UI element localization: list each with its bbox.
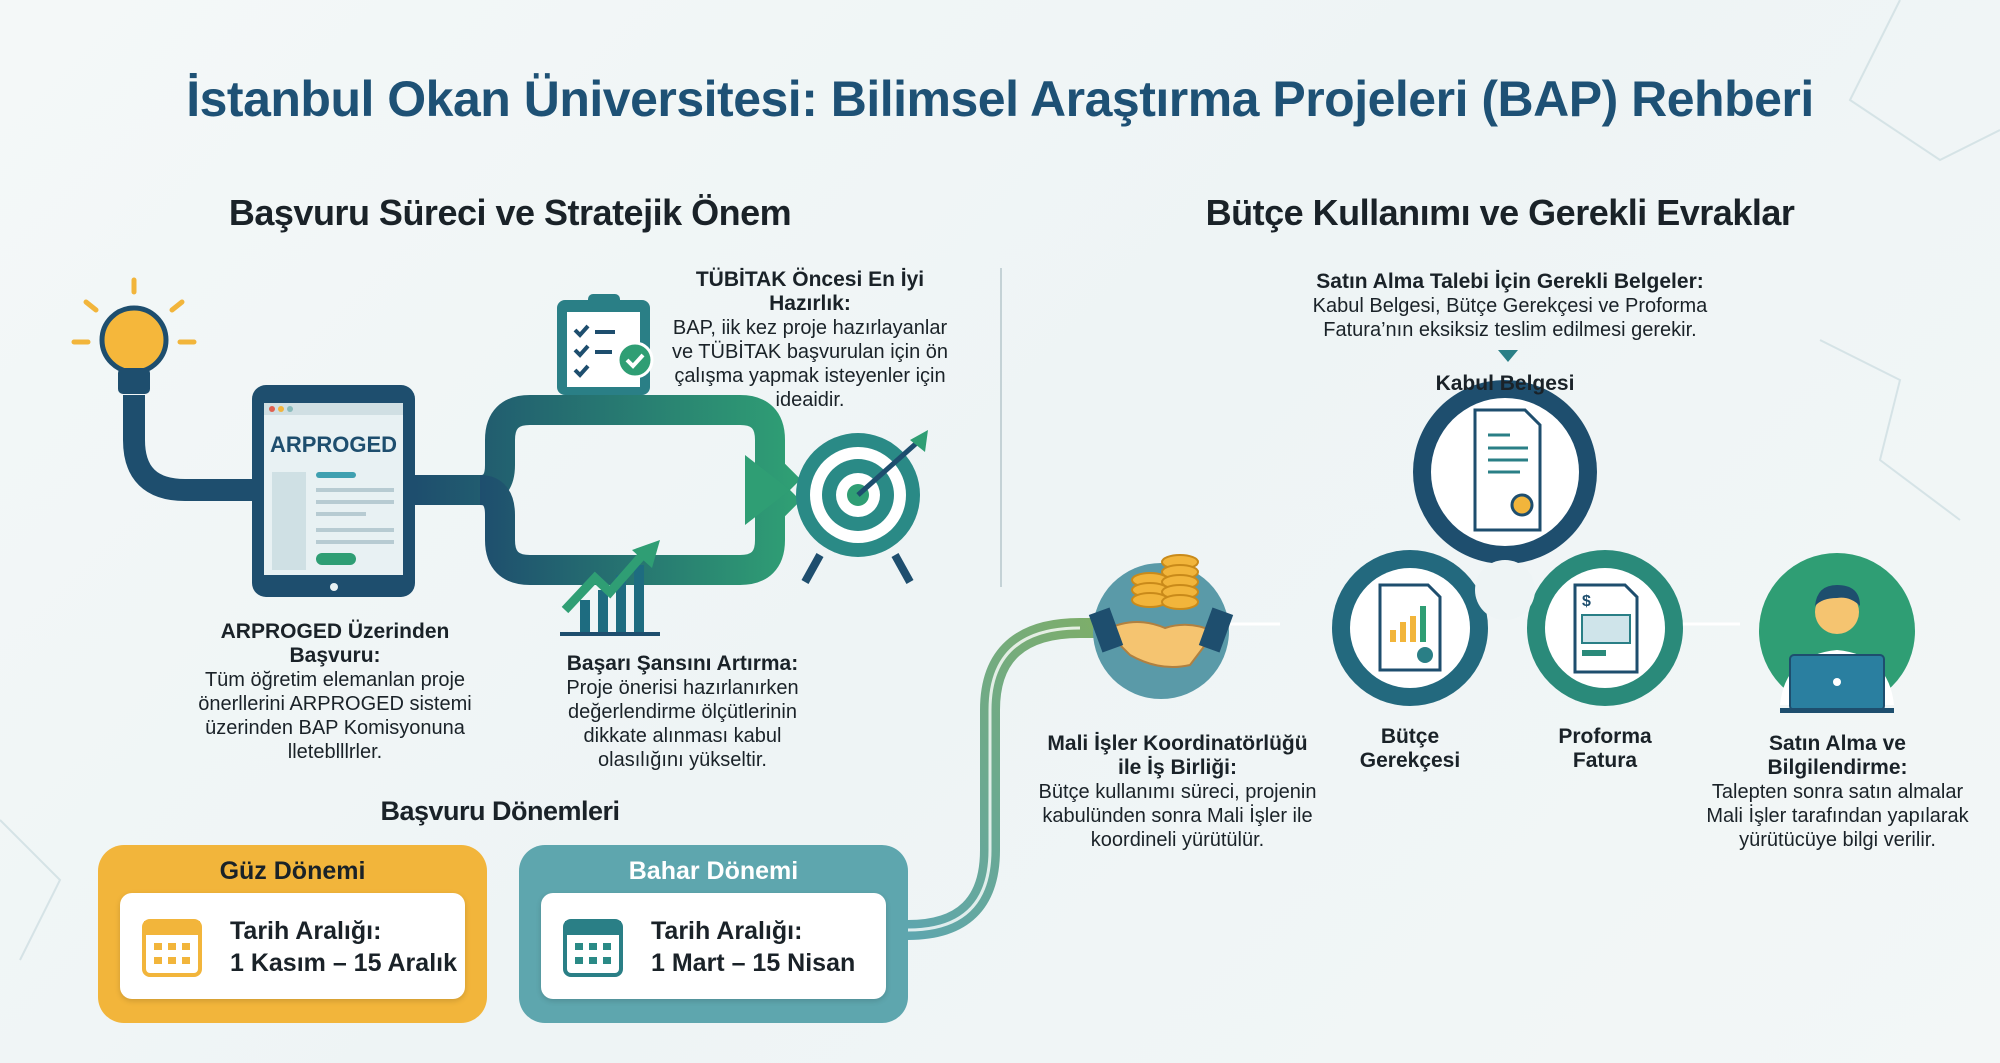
growth-chart-icon bbox=[560, 540, 660, 636]
butce-label: Bütçe Gerekçesi bbox=[1359, 725, 1461, 772]
svg-text:$: $ bbox=[1582, 593, 1591, 610]
person-laptop-icon bbox=[1759, 553, 1915, 713]
caption-title: Mali İşler Koordinatörlüğü ile İş Birliğ… bbox=[1047, 732, 1308, 779]
right-section-heading: Bütçe Kullanımı ve Gerekli Evraklar bbox=[1205, 192, 1795, 233]
invoice-icon: $ bbox=[1573, 583, 1639, 674]
caption-title: ARPROGED Üzerinden Başvuru: bbox=[220, 620, 450, 667]
page-title: İstanbul Okan Üniversitesi: Bilimsel Ara… bbox=[186, 71, 1814, 127]
lightbulb-icon bbox=[71, 277, 197, 394]
period-label: Tarih Aralığı: bbox=[230, 917, 382, 945]
caption-text: Bütçe kullanımı süreci, projenin kabulün… bbox=[1038, 781, 1317, 851]
calendar-icon bbox=[563, 919, 623, 977]
kabul-label: Kabul Belgesi bbox=[1435, 372, 1575, 395]
required-docs-caption: Satın Alma Talebi İçin Gerekli Belgeler:… bbox=[1300, 270, 1720, 342]
caption-text: Talepten sonra satın almalar Mali İşler … bbox=[1706, 781, 1969, 851]
bulb-cable bbox=[123, 395, 260, 501]
caption-title: Satın Alma Talebi İçin Gerekli Belgeler: bbox=[1316, 270, 1704, 293]
mali-isler-caption: Mali İşler Koordinatörlüğü ile İş Birliğ… bbox=[1035, 732, 1320, 852]
period-card-guz: Güz Dönemi Tarih Aralığı: 1 Kasım – 15 Ar… bbox=[98, 845, 487, 1023]
caption-title: Satın Alma ve Bilgilendirme: bbox=[1767, 732, 1908, 779]
left-section-heading: Başvuru Süreci ve Stratejik Önem bbox=[228, 192, 792, 233]
process-flow bbox=[415, 395, 801, 585]
caption-title: TÜBİTAK Öncesi En İyi Hazırlık: bbox=[695, 268, 925, 315]
proforma-label: Proforma Fatura bbox=[1558, 725, 1652, 772]
clipboard-checklist-icon bbox=[557, 294, 654, 395]
tubitak-caption: TÜBİTAK Öncesi En İyi Hazırlık:BAP, iik … bbox=[660, 268, 960, 412]
tablet-icon bbox=[252, 385, 415, 597]
caption-title: Başarı Şansını Artırma: bbox=[566, 652, 799, 675]
period-range: 1 Mart – 15 Nisan bbox=[651, 949, 856, 977]
period-name: Bahar Dönemi bbox=[628, 857, 799, 885]
period-range: 1 Kasım – 15 Aralık bbox=[230, 949, 457, 977]
caption-text: Kabul Belgesi, Bütçe Gerekçesi ve Profor… bbox=[1312, 295, 1708, 341]
satin-alma-caption: Satın Alma ve Bilgilendirme:Talepten son… bbox=[1705, 732, 1970, 852]
arproged-caption: ARPROGED Üzerinden Başvuru:Tüm öğretim e… bbox=[180, 620, 490, 764]
caption-text: BAP, iik kez proje hazırlayanlar ve TÜBİ… bbox=[671, 317, 949, 411]
period-label: Tarih Aralığı: bbox=[651, 917, 803, 945]
caption-text: Proje önerisi hazırlanırken değerlendirm… bbox=[566, 677, 799, 771]
period-name: Güz Dönemi bbox=[219, 857, 366, 885]
period-card-bahar: Bahar Dönemi Tarih Aralığı: 1 Mart – 15 N… bbox=[519, 845, 908, 1023]
tablet-label: ARPROGED bbox=[269, 432, 398, 457]
background-decoration bbox=[0, 0, 2000, 961]
certificate-icon bbox=[1473, 408, 1542, 532]
basari-caption: Başarı Şansını Artırma:Proje önerisi haz… bbox=[555, 652, 810, 772]
target-icon bbox=[796, 430, 928, 584]
caption-text: Tüm öğretim elemanlan proje önerllerini … bbox=[198, 669, 472, 763]
handshake-coins-icon bbox=[1088, 554, 1234, 699]
calendar-icon bbox=[142, 919, 202, 977]
periods-heading: Başvuru Dönemleri bbox=[380, 796, 620, 826]
budget-report-icon bbox=[1378, 583, 1442, 672]
down-arrow-icon bbox=[1498, 350, 1518, 362]
